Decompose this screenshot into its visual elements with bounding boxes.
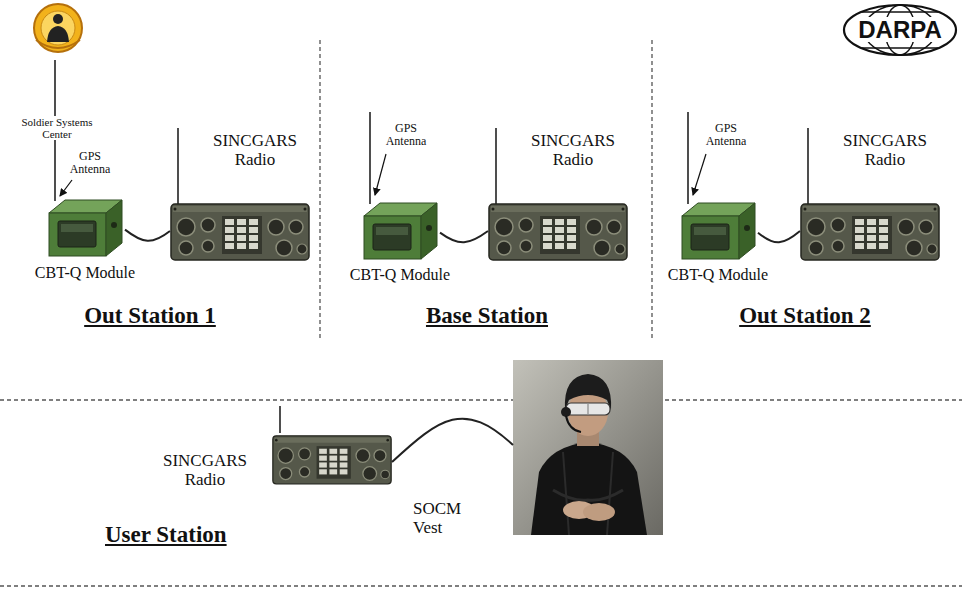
cable: [440, 231, 488, 242]
cbtq-module: CBT-Q Module: [45, 195, 125, 258]
radio-label: SINCGARS Radio: [523, 132, 623, 169]
station-title: Base Station: [426, 303, 548, 328]
cable: [758, 231, 800, 242]
cable: [392, 419, 513, 462]
module-label: CBT-Q Module: [350, 266, 450, 284]
radio-unit: SINCGARS Radio: [488, 200, 628, 262]
module-label: CBT-Q Module: [668, 266, 768, 284]
cbtq-module: CBT-Q Module: [360, 198, 440, 261]
radio-unit: SINCGARS Radio: [170, 200, 310, 262]
cbtq-module: CBT-Q Module: [678, 198, 758, 261]
logo-caption: Soldier Systems Center: [18, 116, 96, 140]
radio-label: SINCGARS Radio: [155, 452, 255, 489]
radio-unit: SINCGARS Radio: [272, 428, 392, 490]
logo-text: DARPA: [855, 17, 945, 42]
antenna-label: GPS Antenna: [380, 122, 432, 148]
radio-unit: SINCGARS Radio: [800, 200, 940, 262]
station-region: Out Station 1 CBT-Q Module SINCGARS Radio: [0, 40, 320, 350]
station-title: Out Station 2: [739, 303, 871, 328]
station-region: Base Station CBT-Q Module SINCGARS Radio: [320, 40, 652, 350]
vest-label: SOCM Vest: [413, 500, 475, 537]
antenna-label: GPS Antenna: [64, 150, 116, 176]
station-region: Out Station 2 CBT-Q Module SINCGARS Radio: [652, 40, 962, 350]
radio-label: SINCGARS Radio: [205, 132, 305, 169]
station-region: User StationSINCGARS RadioSOCM Vest: [0, 352, 962, 584]
station-title: User Station: [105, 522, 227, 547]
module-label: CBT-Q Module: [35, 264, 135, 282]
radio-label: SINCGARS Radio: [835, 132, 935, 169]
soldier-photo: SOCM Vest: [513, 360, 663, 535]
cable: [125, 230, 170, 241]
antenna-label: GPS Antenna: [700, 122, 752, 148]
station-title: Out Station 1: [84, 303, 216, 328]
